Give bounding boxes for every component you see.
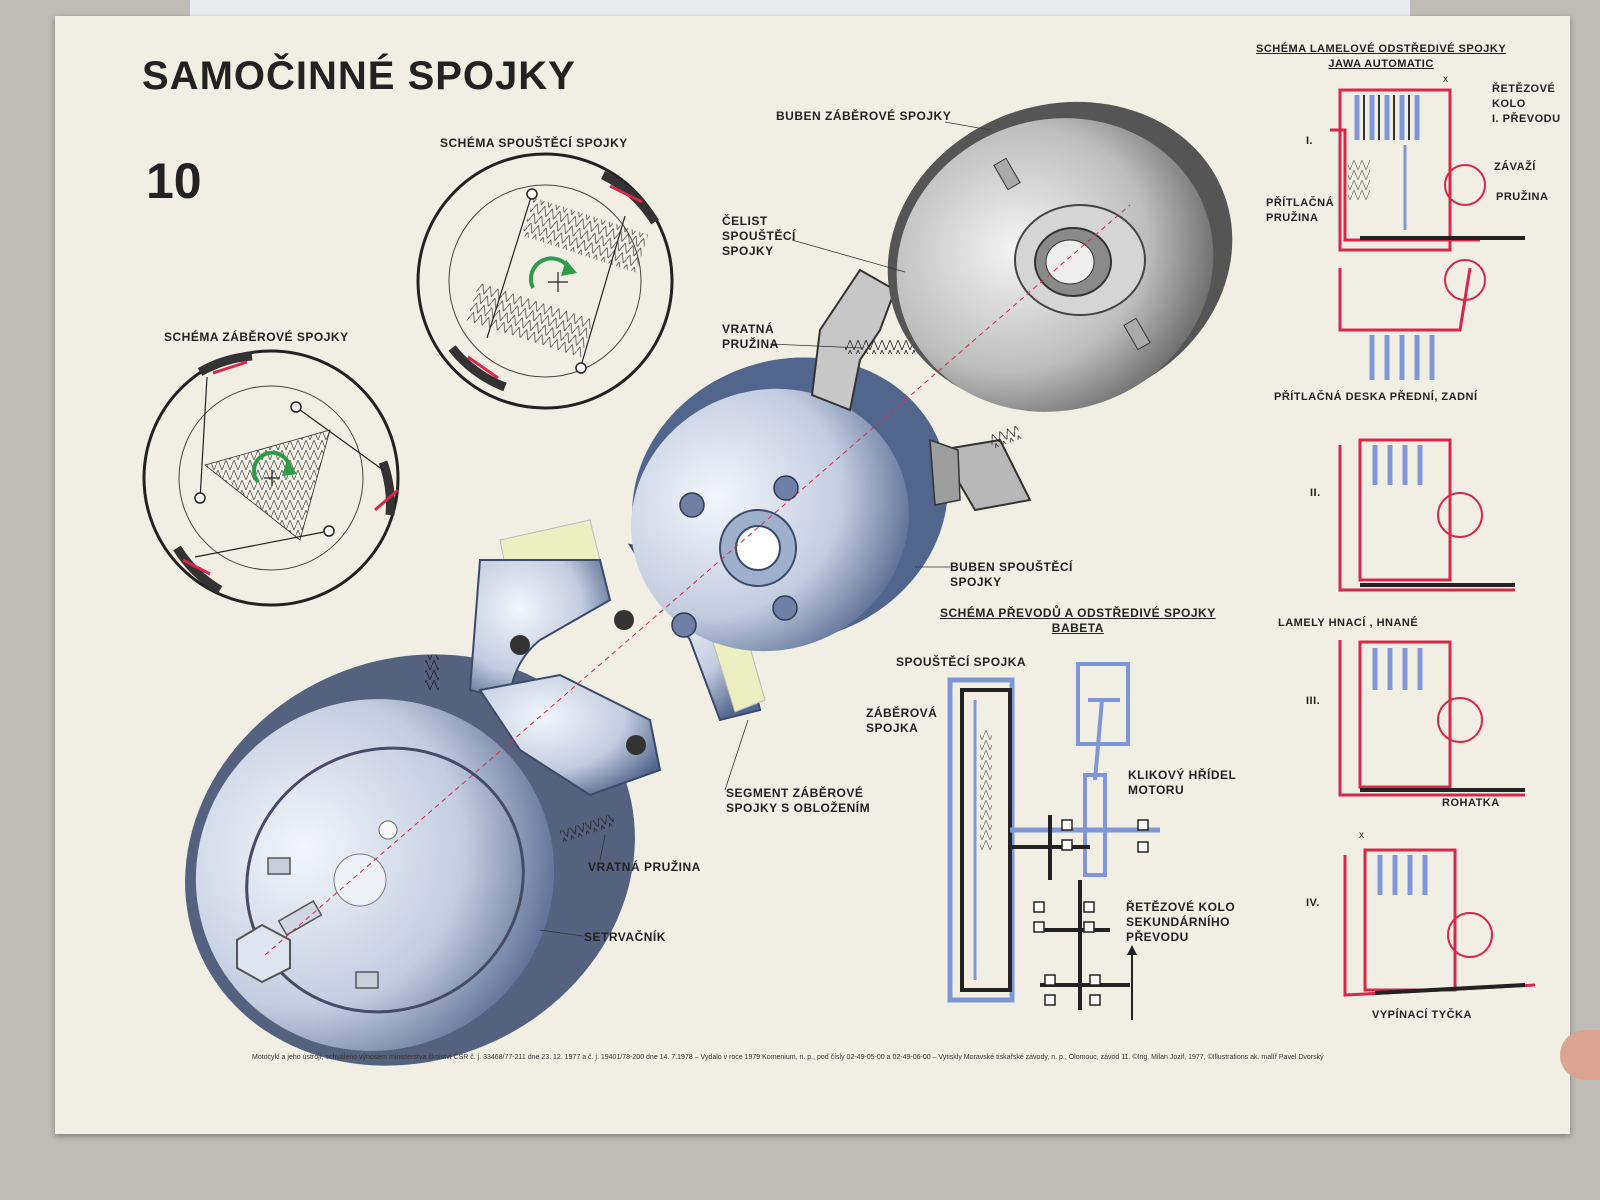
label-clearance-x-top: x [1443,74,1449,85]
label-babeta-schema: SCHÉMA PŘEVODŮ A ODSTŘEDIVÉ SPOJKY BABET… [940,606,1216,635]
label-ratchet: ROHATKA [1442,797,1500,809]
jawa-stage-4 [1343,848,1536,997]
engaging-clutch-schematic [142,349,400,607]
leader-lines [539,121,991,937]
poster-footer-imprint: Motocykl a jeho ústrojí, schváleno výnos… [252,1054,1324,1061]
starting-drum-part [631,357,948,652]
starting-clutch-schematic [416,152,674,410]
label-stage-1: I. [1306,135,1314,147]
label-starting-clutch: SPOUŠTĚCÍ SPOJKA [896,655,1027,669]
jawa-multiplate-schematic [1330,88,1536,997]
label-stage-4: IV. [1306,897,1320,909]
label-return-spring-top: VRATNÁ PRUŽINA [722,322,779,351]
label-engaging-drum: BUBEN ZÁBĚROVÉ SPOJKY [776,109,952,123]
label-spring: PRUŽINA [1496,191,1549,203]
poster-number: 10 [146,153,202,209]
label-return-spring-bottom: VRATNÁ PRUŽINA [588,860,701,874]
label-stage-2: II. [1310,487,1321,499]
label-weight: ZÁVAŽÍ [1494,161,1536,173]
babeta-transmission-schematic [947,662,1160,1020]
label-crankshaft: KLIKOVÝ HŘÍDEL MOTORU [1128,768,1237,797]
background-paper-strip [190,0,1410,20]
poster-title: SAMOČINNÉ SPOJKY [142,54,576,98]
label-clearance-x-bottom: x [1359,830,1365,841]
label-engaging-clutch-schema: SCHÉMA ZÁBĚROVÉ SPOJKY [164,330,349,344]
label-segment: SEGMENT ZÁBĚROVÉ SPOJKY S OBLOŽENÍM [726,786,871,815]
label-plates: LAMELY HNACÍ , HNANÉ [1278,617,1419,629]
jawa-stage-1 [1330,88,1525,380]
jawa-stage-2 [1338,438,1515,592]
label-release-rod: VYPÍNACÍ TYČKA [1372,1009,1472,1021]
label-starting-drum: BUBEN SPOUŠTĚCÍ SPOJKY [950,560,1073,589]
label-pressure-plate: PŘÍTLAČNÁ DESKA PŘEDNÍ, ZADNÍ [1274,391,1478,403]
label-secondary-sprocket: ŘETĚZOVÉ KOLO SEKUNDÁRNÍHO PŘEVODU [1126,900,1236,944]
label-engaging-clutch: ZÁBĚROVÁ SPOJKA [866,706,938,735]
label-pressure-spring: PŘÍTLAČNÁ PRUŽINA [1266,197,1335,224]
holding-thumb [1560,1030,1600,1080]
label-starting-shoe: ČELIST SPOUŠTĚCÍ SPOJKY [722,214,796,258]
label-stage-3: III. [1306,695,1321,707]
label-primary-sprocket: ŘETĚZOVÉ KOLO I. PŘEVODU [1492,83,1561,125]
jawa-stage-3 [1338,640,1525,797]
label-jawa-schema: SCHÉMA LAMELOVÉ ODSTŘEDIVÉ SPOJKY JAWA A… [1256,43,1507,70]
exploded-clutch-view [185,101,1233,1066]
label-starting-clutch-schema: SCHÉMA SPOUŠTĚCÍ SPOJKY [440,136,628,150]
label-flywheel: SETRVAČNÍK [584,930,666,944]
flywheel-part [185,654,635,1066]
